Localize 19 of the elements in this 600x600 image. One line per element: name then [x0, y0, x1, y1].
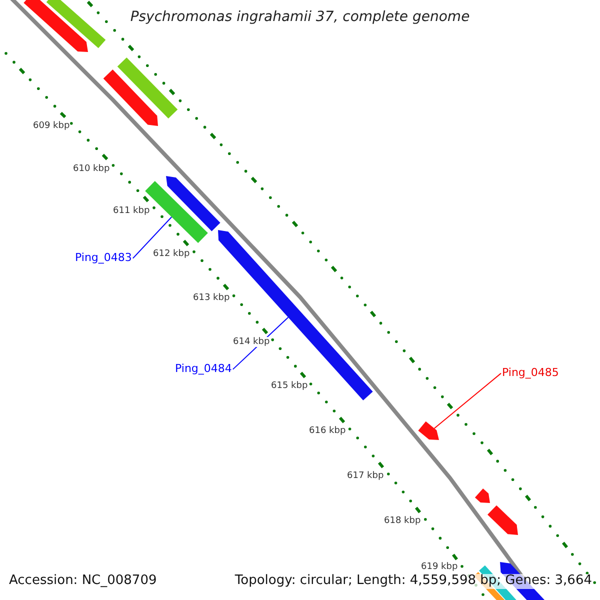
- map-title: Psychromonas ingrahamii 37, complete genome: [129, 9, 471, 26]
- tick-label: 609 kbp: [33, 121, 70, 132]
- tick-label: 615 kbp: [271, 381, 308, 392]
- tick-label: 618 kbp: [384, 516, 421, 526]
- tick-label: 616 kbp: [309, 426, 346, 436]
- tick-label: 613 kbp: [193, 293, 230, 304]
- tick-label: 614 kbp: [233, 337, 270, 348]
- tick-label: 610 kbp: [73, 164, 110, 174]
- tick-label: 617 kbp: [347, 471, 384, 482]
- gene-arrow: [418, 421, 439, 440]
- gene-label: Ping_0485: [502, 367, 559, 380]
- genome-summary-text: Topology: circular; Length: 4,559,598 bp; Genes: 3,664: [234, 574, 592, 589]
- gene-label: Ping_0483: [75, 252, 132, 265]
- leader-line: [434, 372, 502, 429]
- accession-text: Accession: NC_008709: [9, 574, 157, 589]
- tick-label: 611 kbp: [113, 206, 150, 216]
- tick-label: 619 kbp: [421, 562, 458, 572]
- gene-label: Ping_0484: [175, 363, 232, 376]
- tick-label: 612 kbp: [153, 249, 190, 260]
